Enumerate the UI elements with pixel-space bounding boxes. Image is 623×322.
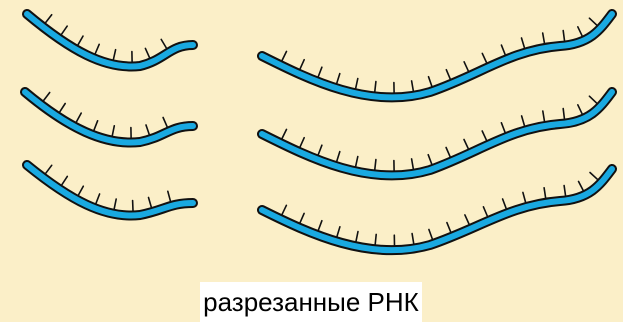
short-rna-fragment-3 [27,165,193,216]
nucleotide-tick [544,188,546,198]
nucleotide-tick [96,194,100,203]
nucleotide-tick [112,126,114,136]
nucleotide-tick [300,60,304,69]
nucleotide-tick [356,157,358,167]
nucleotide-tick [300,138,304,147]
nucleotide-tick [62,176,68,184]
nucleotide-tick [543,33,545,43]
nucleotide-tick [429,230,432,239]
nucleotide-tick [163,118,167,127]
long-rna-fragment-3 [262,169,612,250]
nucleotide-tick [337,74,340,84]
nucleotide-tick [146,125,149,134]
long-rna-fragment-2 [262,92,612,175]
nucleotide-tick [501,45,505,54]
caption-box: разрезанные РНК [200,282,422,322]
nucleotide-tick [578,105,582,114]
nucleotide-tick [589,18,596,25]
nucleotide-tick [282,205,286,214]
nucleotide-tick [168,191,171,201]
nucleotide-tick [543,111,545,121]
nucleotide-tick [590,173,597,180]
rna-fragments [0,0,623,282]
nucleotide-tick [62,26,68,34]
nucleotide-tick [318,145,322,154]
short-rna-fragment-2 [25,92,193,143]
nucleotide-tick [78,36,83,45]
nucleotide-tick [579,181,584,190]
nucleotide-tick [300,213,304,222]
diagram-caption: разрезанные РНК [200,282,422,322]
nucleotide-tick [429,77,432,86]
nucleotide-tick [446,148,450,157]
nucleotide-tick [482,53,486,62]
nucleotide-tick [578,27,582,36]
nucleotide-tick [522,38,525,48]
nucleotide-tick [337,152,340,162]
nucleotide-tick [95,44,99,53]
nucleotide-tick [483,207,487,216]
nucleotide-tick [503,199,507,208]
nucleotide-tick [563,109,564,119]
nucleotide-tick [356,232,358,242]
nucleotide-tick [282,129,286,138]
nucleotide-tick [44,93,50,101]
nucleotide-tick [465,215,469,224]
nucleotide-tick [464,140,468,149]
nucleotide-tick [46,15,52,23]
nucleotide-tick [412,81,414,91]
nucleotide-tick [60,104,65,112]
nucleotide-tick [564,186,565,196]
nucleotide-tick [79,186,84,195]
nucleotide-tick [447,223,451,232]
nucleotide-tick [589,96,596,103]
nucleotide-tick [282,51,286,60]
nucleotide-tick [76,113,81,122]
nucleotide-tick [563,31,564,41]
nucleotide-tick [375,160,376,170]
nucleotide-tick [337,227,340,237]
nucleotide-tick [318,221,322,230]
nucleotide-tick [375,82,376,92]
nucleotide-tick [412,159,414,169]
nucleotide-tick [94,121,98,130]
nucleotide-tick [114,199,116,209]
nucleotide-tick [428,155,432,164]
nucleotide-tick [523,192,526,202]
nucleotide-tick [412,234,414,244]
nucleotide-tick [145,48,149,57]
short-rna-fragment-1 [27,14,193,67]
nucleotide-tick [161,39,166,48]
nucleotide-tick [113,50,115,60]
nucleotide-tick [318,67,322,76]
long-rna-fragment-1 [262,14,612,97]
nucleotide-tick [46,165,52,173]
nucleotide-tick [501,123,505,132]
nucleotide-tick [356,79,358,89]
nucleotide-tick [446,70,450,79]
nucleotide-tick [375,234,376,244]
nucleotide-tick [149,198,152,208]
nucleotide-tick [522,116,525,126]
nucleotide-tick [464,62,468,71]
nucleotide-tick [482,131,486,140]
